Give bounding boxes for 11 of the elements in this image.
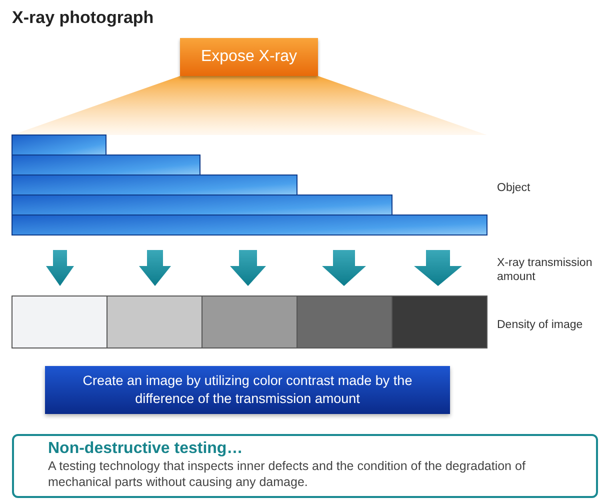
result-banner [45, 366, 450, 414]
process-box [180, 38, 318, 76]
box-label: Expose X-ray [200, 48, 298, 66]
title: X-ray photograph [12, 8, 154, 28]
definition-heading: Non-destructive testing… [48, 440, 244, 458]
definition-box [12, 434, 598, 498]
side-label: Object [497, 181, 530, 195]
definition-text: A testing technology that inspects inner defects and the condition of the degradation of mechanical parts without causing any damage. [48, 458, 526, 490]
side-label: X-ray transmission amount [497, 256, 594, 284]
side-label: Density of image [497, 318, 583, 332]
box-label: Create an image by utilizing color contrast made by the difference of the transmission amount [82, 372, 414, 408]
